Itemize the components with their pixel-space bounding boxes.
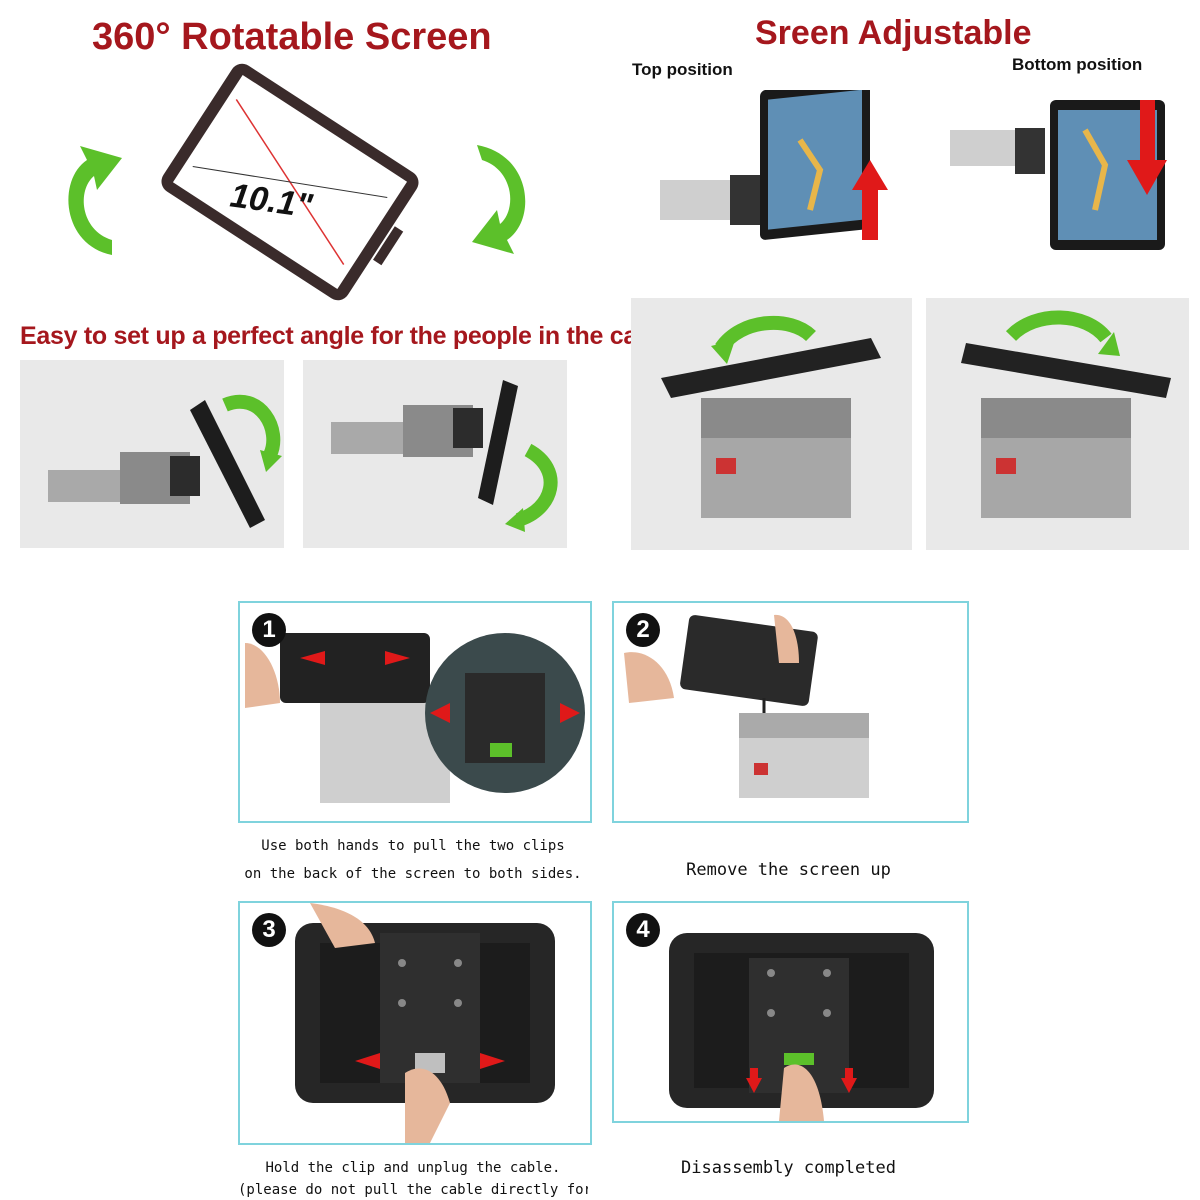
rotatable-title: 360° Rotatable Screen (92, 16, 492, 58)
step-3-caption-line-2: (please do not pull the cable directly f… (238, 1182, 588, 1198)
tilt-photo-1 (631, 298, 912, 550)
rotate-right-arrow-icon (462, 140, 542, 260)
step-1-panel (238, 601, 592, 823)
step-4-panel (612, 901, 969, 1123)
top-position-label: Top position (632, 60, 733, 79)
bottom-position-illustration (945, 90, 1185, 260)
step-1-caption-line-1: Use both hands to pull the two clips (261, 838, 565, 854)
side-view-photo-2 (303, 360, 567, 548)
step-2-caption: Remove the screen up (686, 860, 891, 880)
rotate-left-arrow-icon (52, 140, 132, 260)
rotated-screen-illustration: 10.1" (140, 62, 440, 302)
side-view-photo-1 (20, 360, 284, 548)
step-1-badge: 1 (252, 613, 286, 647)
top-position-illustration (650, 90, 900, 270)
tilt-photo-2 (926, 298, 1189, 550)
step-3-panel (238, 901, 592, 1145)
step-4-badge: 4 (626, 913, 660, 947)
step-3-caption-line-1: Hold the clip and unplug the cable. (265, 1160, 561, 1176)
tagline: Easy to set up a perfect angle for the p… (20, 322, 647, 350)
bottom-position-label: Bottom position (1012, 55, 1143, 74)
step-1-caption-line-2: on the back of the screen to both sides. (244, 866, 582, 882)
step-2-panel (612, 601, 969, 823)
step-4-caption: Disassembly completed (681, 1158, 896, 1178)
adjustable-title: Sreen Adjustable (755, 14, 1032, 52)
step-2-badge: 2 (626, 613, 660, 647)
step-3-badge: 3 (252, 913, 286, 947)
